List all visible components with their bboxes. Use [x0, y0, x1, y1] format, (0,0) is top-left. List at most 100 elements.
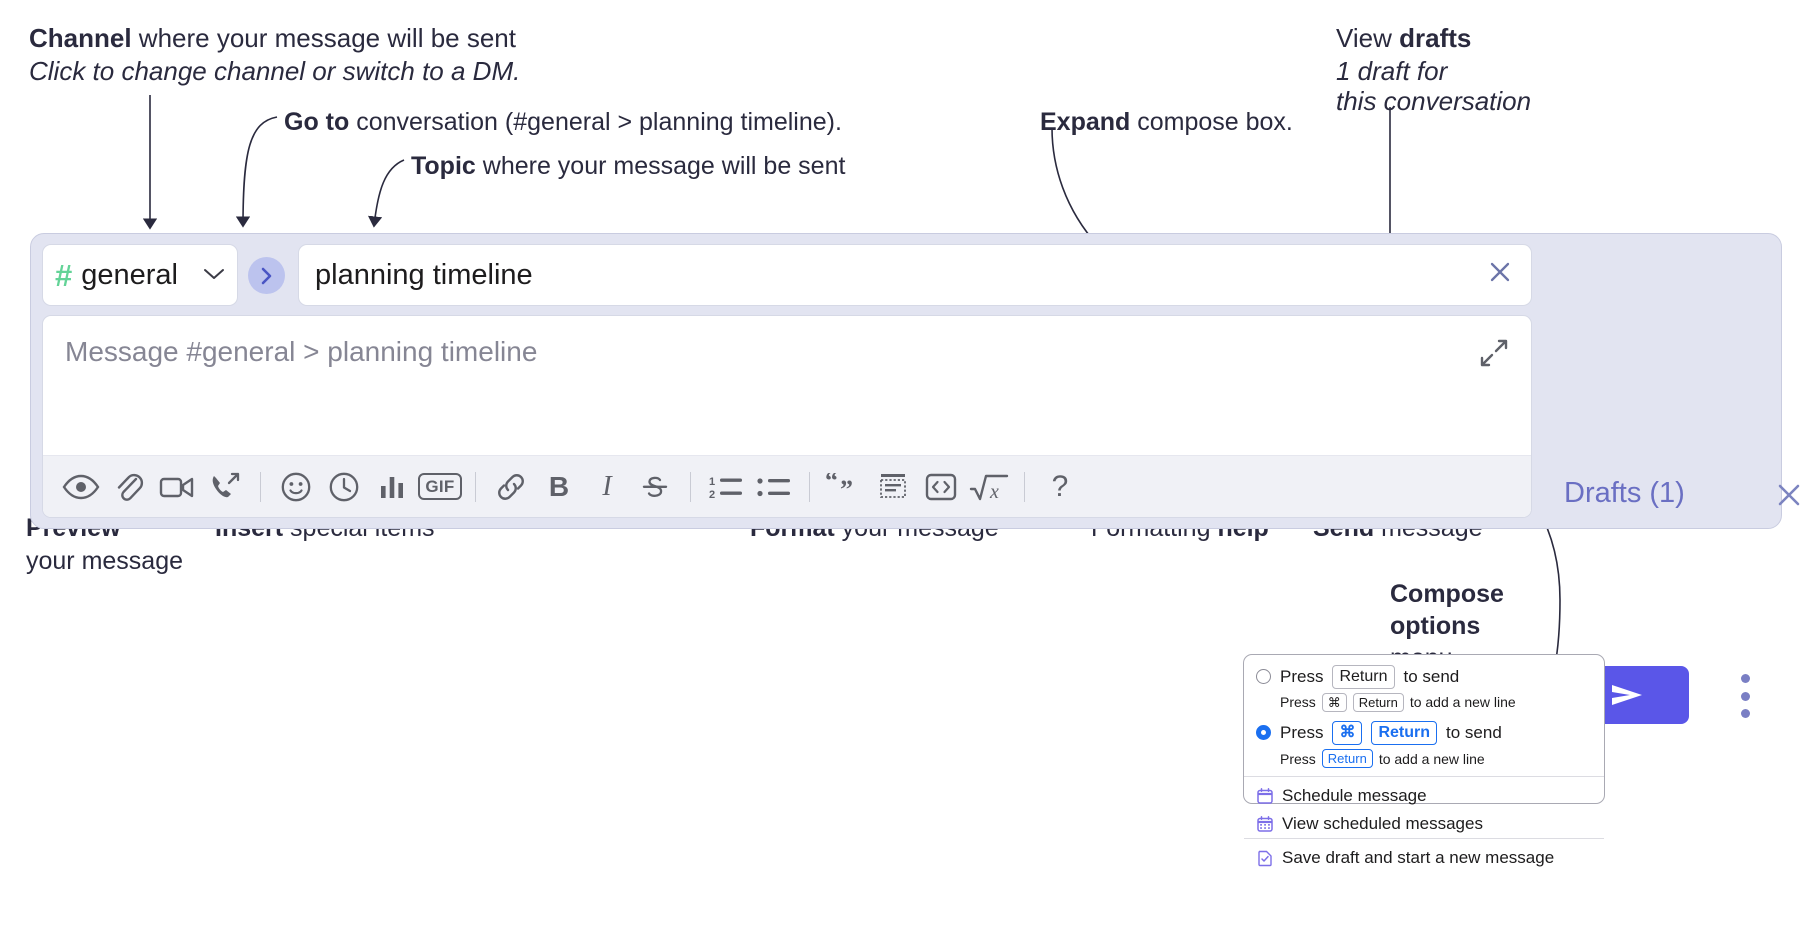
channel-topic-row: # general planning timeline	[42, 244, 1532, 306]
call-icon[interactable]	[201, 463, 249, 511]
math-icon[interactable]: x	[965, 463, 1013, 511]
bold-icon[interactable]: B	[535, 463, 583, 511]
close-compose-icon[interactable]	[1772, 478, 1806, 518]
channel-name-label: general	[81, 258, 178, 291]
inline-code-icon[interactable]	[917, 463, 965, 511]
preview-icon[interactable]	[57, 463, 105, 511]
channel-picker-button[interactable]: # general	[42, 244, 238, 306]
blockquote-icon[interactable]: “”	[821, 463, 869, 511]
radio-cmd-return[interactable]	[1256, 725, 1271, 741]
annotation-channel-rest: where your message will be sent	[131, 23, 516, 53]
expand-compose-icon[interactable]	[1479, 338, 1509, 368]
video-icon[interactable]	[153, 463, 201, 511]
code-block-icon[interactable]	[869, 463, 917, 511]
kebab-dot	[1740, 709, 1750, 718]
annotation-drafts-sub1: 1 draft for	[1336, 56, 1448, 86]
save-draft-icon	[1256, 849, 1274, 867]
topic-input[interactable]: planning timeline	[298, 244, 1532, 306]
opt0-pre: Press	[1280, 666, 1324, 686]
menu-item-schedule-message[interactable]: Schedule message	[1244, 782, 1604, 810]
radio-return[interactable]	[1256, 669, 1271, 685]
annotation-topic: Topic where your message will be sent	[411, 150, 845, 182]
annotation-expand: Expand compose box.	[1040, 106, 1293, 138]
gif-icon[interactable]: GIF	[416, 463, 464, 511]
menu-divider	[1244, 838, 1604, 840]
formatting-help-icon[interactable]: ?	[1036, 463, 1084, 511]
calendar-grid-icon	[1256, 815, 1274, 833]
menu-group-draft: Save draft and start a new message	[1244, 839, 1604, 872]
menu-divider	[1244, 776, 1604, 778]
menu-item-view-scheduled[interactable]: View scheduled messages	[1244, 810, 1604, 838]
opt1-key-return: Return	[1371, 721, 1438, 745]
message-input-container: Message #general > planning timeline GIF…	[42, 315, 1532, 518]
italic-icon[interactable]: I	[583, 463, 631, 511]
menu-label-view-scheduled: View scheduled messages	[1282, 814, 1483, 834]
clear-topic-icon[interactable]	[1485, 257, 1515, 293]
opt1-sub-post: to add a new line	[1378, 750, 1485, 767]
opt1-sub-key-return: Return	[1321, 748, 1373, 769]
annotation-compose-options-2: options	[1390, 610, 1480, 642]
annotation-goto-bold: Go to	[284, 108, 350, 136]
svg-text:1: 1	[709, 476, 715, 488]
link-icon[interactable]	[487, 463, 535, 511]
toolbar-divider	[475, 471, 476, 502]
annotation-channel-sub: Click to change channel or switch to a D…	[29, 56, 521, 86]
send-icon	[1612, 685, 1642, 705]
send-behavior-options: Press Return to send Press ⌘ Return to a…	[1244, 655, 1604, 776]
compose-options-button[interactable]	[1740, 674, 1750, 718]
opt1-post: to send	[1446, 722, 1502, 742]
go-to-conversation-button[interactable]	[248, 257, 285, 294]
clock-icon[interactable]	[320, 463, 368, 511]
option-row-cmd-return[interactable]: Press ⌘ Return to send	[1256, 721, 1592, 745]
chevron-down-icon	[203, 264, 225, 287]
kebab-dot	[1740, 691, 1750, 701]
message-input[interactable]: Message #general > planning timeline	[65, 336, 538, 367]
toolbar-divider	[809, 471, 810, 502]
compose-box: # general planning timeline Message #gen…	[30, 233, 1800, 724]
drafts-link[interactable]: Drafts (1)	[1564, 477, 1685, 509]
leader-topic	[367, 159, 405, 228]
annotation-topic-bold: Topic	[411, 152, 476, 180]
compose-inner: # general planning timeline Message #gen…	[42, 244, 1532, 518]
menu-label-schedule-message: Schedule message	[1282, 786, 1427, 806]
option-sub-return: Press ⌘ Return to add a new line	[1280, 692, 1592, 713]
calendar-icon	[1256, 787, 1274, 805]
opt0-key-return: Return	[1332, 665, 1395, 689]
menu-group-schedule: Schedule message View scheduled messages	[1244, 777, 1604, 838]
attachment-icon[interactable]	[105, 463, 153, 511]
annotation-preview-line2: your message	[26, 547, 184, 575]
opt0-sub-key-return: Return	[1352, 692, 1404, 713]
bold-label: B	[548, 470, 570, 502]
svg-text:x: x	[989, 481, 999, 503]
opt0-post: to send	[1403, 666, 1460, 686]
svg-text:2: 2	[709, 489, 715, 501]
opt1-key-cmd: ⌘	[1332, 721, 1363, 745]
bulleted-list-icon[interactable]	[750, 463, 798, 511]
annotation-compose-options-1: Compose	[1390, 578, 1504, 610]
annotation-channel: Channel where your message will be sent	[29, 22, 516, 55]
chevron-right-icon	[261, 267, 271, 284]
help-label: ?	[1051, 469, 1069, 503]
svg-text:”: ”	[840, 475, 853, 501]
strikethrough-icon[interactable]	[631, 463, 679, 511]
annotation-goto-rest: conversation (#general > planning timeli…	[349, 108, 842, 136]
menu-item-save-draft[interactable]: Save draft and start a new message	[1244, 844, 1604, 872]
annotation-drafts-bold: drafts	[1399, 23, 1472, 53]
emoji-icon[interactable]	[272, 463, 320, 511]
annotation-channel-bold: Channel	[29, 23, 132, 53]
opt0-sub-post: to add a new line	[1409, 694, 1516, 711]
opt0-sub-key-cmd: ⌘	[1321, 692, 1347, 713]
kebab-dot	[1740, 674, 1750, 683]
annotation-drafts: View drafts	[1336, 22, 1471, 55]
compose-options-menu: Press Return to send Press ⌘ Return to a…	[1243, 654, 1605, 867]
annotation-drafts-sub2: this conversation	[1336, 86, 1532, 116]
option-sub-cmd-return: Press Return to add a new line	[1280, 748, 1592, 769]
topic-value: planning timeline	[315, 258, 533, 291]
toolbar-divider	[1024, 471, 1025, 502]
poll-icon[interactable]	[368, 463, 416, 511]
annotation-drafts-pre: View	[1336, 23, 1400, 53]
annotation-compose-options-b2: options	[1390, 612, 1481, 640]
option-row-return[interactable]: Press Return to send	[1256, 665, 1592, 689]
